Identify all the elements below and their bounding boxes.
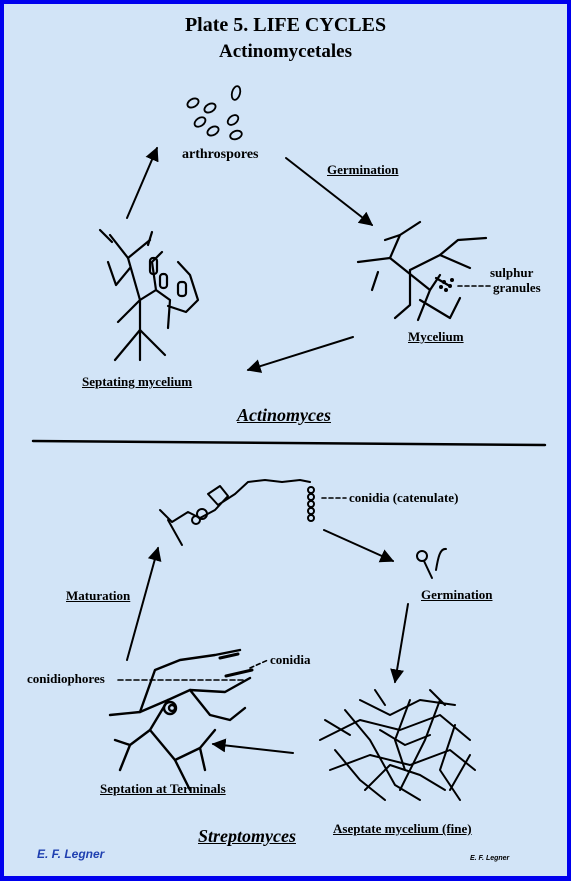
label-actinomyces: Actinomyces [237,405,331,425]
mycelium-drawing [356,220,488,322]
label-granules: granules [493,280,541,295]
arrow-septation-to-conidia [126,546,162,661]
label-conidia-catenulate: conidia (catenulate) [349,490,459,505]
arrow-conidia-to-germination [323,529,395,563]
septating-mycelium-drawing [98,228,200,362]
credit-left: E. F. Legner [37,847,105,861]
label-conidia: conidia [270,652,311,667]
conidia-pointer [249,659,269,669]
arrow-germination-to-aseptate [390,603,409,684]
conidiophores-mycelium-drawing [108,648,254,792]
section-divider [31,439,547,447]
label-septation-at-terminals: Septation at Terminals [100,781,226,796]
arrow-septating-to-arthrospores [126,146,159,219]
label-septating-mycelium: Septating mycelium [82,374,193,389]
label-mycelium: Mycelium [408,329,464,344]
arrow-arthrospores-to-mycelium [285,157,374,226]
sulphur-granules-dots [439,278,454,292]
conidia-chain-drawing [159,479,315,546]
label-aseptate-mycelium: Aseptate mycelium (fine) [333,821,472,836]
label-germination-actinomyces: Germination [327,162,399,177]
label-streptomyces: Streptomyces [198,826,296,846]
arthrospores-cluster [186,85,243,141]
arrow-mycelium-to-septating [246,336,354,373]
label-arthrospores: arthrospores [182,147,259,162]
arrow-aseptate-to-septation [211,738,294,754]
label-germination-streptomyces: Germination [421,587,493,602]
label-sulphur: sulphur [490,265,534,280]
plate-title: Plate 5. LIFE CYCLES [184,14,387,36]
credit-right: E. F. Legner [470,855,510,862]
label-conidiophores: conidiophores [27,671,105,686]
germinating-conidia-drawing [416,547,447,579]
plate-subtitle: Actinomycetales [219,41,352,62]
aseptate-mycelium-drawing [319,689,476,801]
plate-background [4,4,567,876]
label-maturation: Maturation [66,588,131,603]
